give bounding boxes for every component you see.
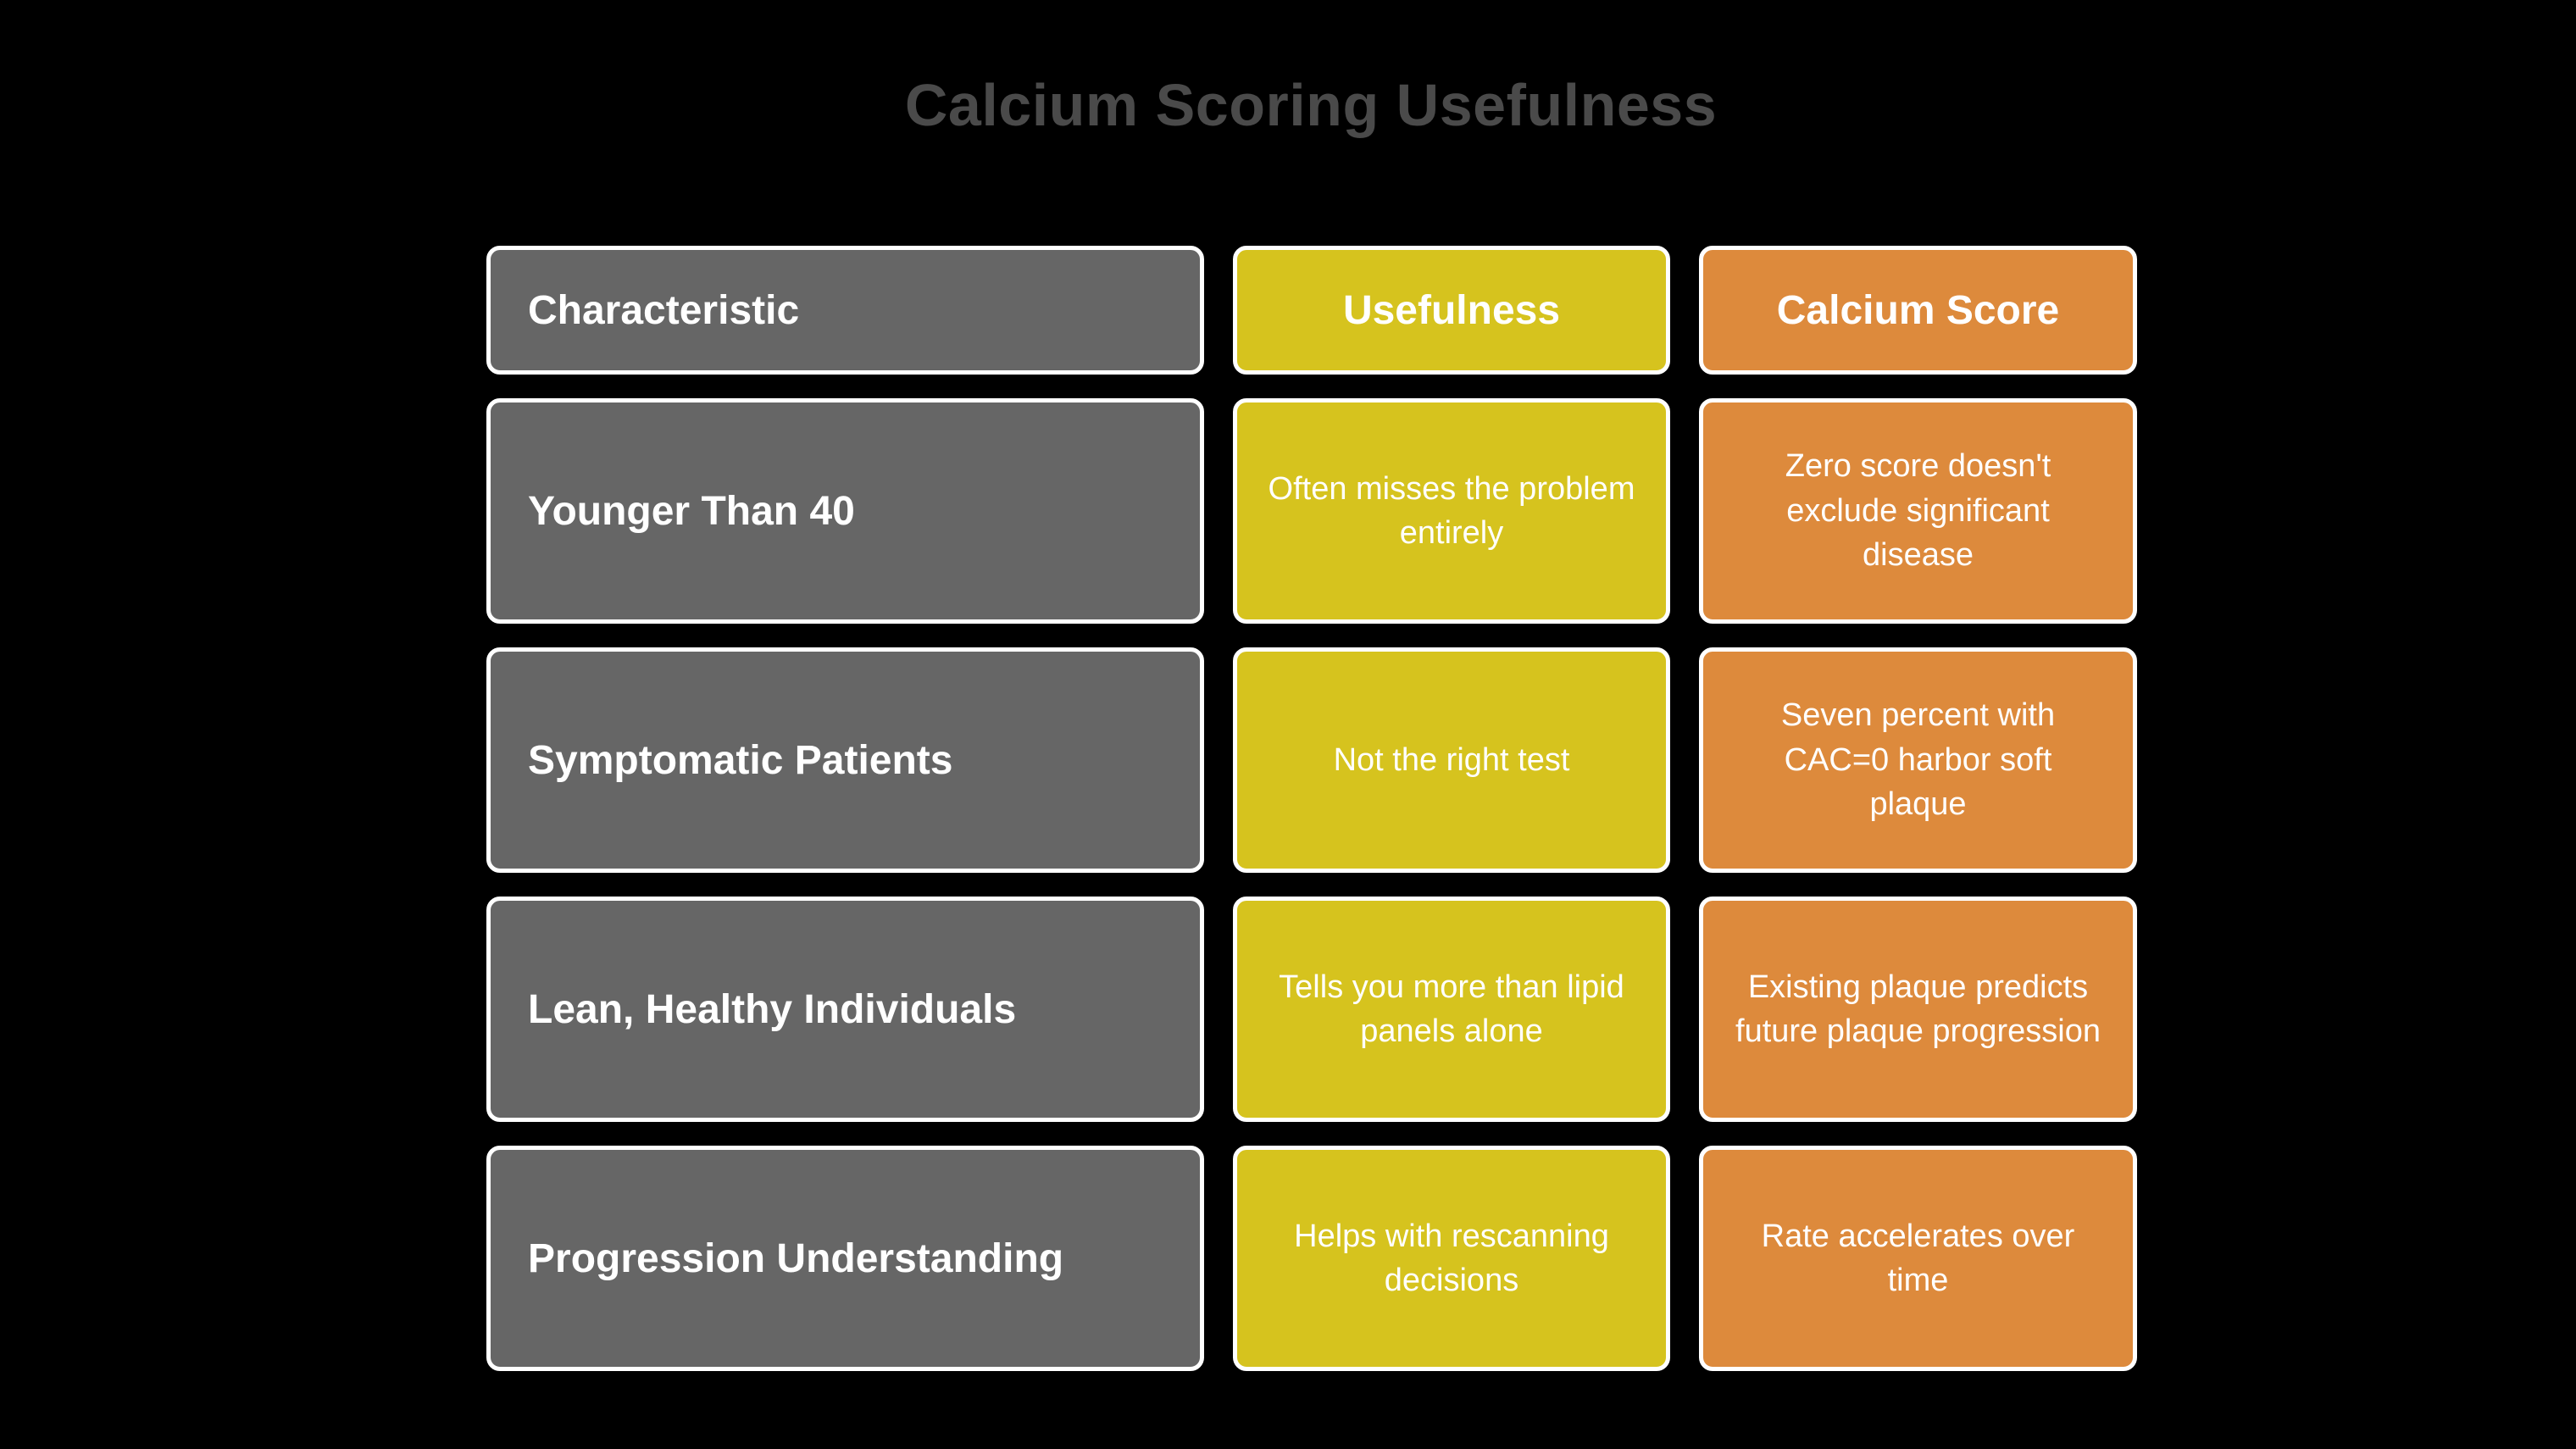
row-label-progression-understanding: Progression Understanding: [486, 1146, 1204, 1371]
row-label-lean-healthy-individuals: Lean, Healthy Individuals: [486, 897, 1204, 1122]
column-header-usefulness: Usefulness: [1233, 246, 1670, 375]
calcium-score-cell-lean-healthy-individuals: Existing plaque predicts future plaque p…: [1699, 897, 2137, 1122]
column-header-characteristic: Characteristic: [486, 246, 1204, 375]
column-header-calcium-score: Calcium Score: [1699, 246, 2137, 375]
page-title: Calcium Scoring Usefulness: [904, 72, 1718, 138]
usefulness-cell-progression-understanding: Helps with rescanning decisions: [1233, 1146, 1670, 1371]
calcium-score-cell-younger-than-40: Zero score doesn't exclude significant d…: [1699, 398, 2137, 624]
calcium-score-cell-progression-understanding: Rate accelerates over time: [1699, 1146, 2137, 1371]
comparison-table: Characteristic Usefulness Calcium Score …: [486, 246, 2137, 1371]
usefulness-cell-younger-than-40: Often misses the problem entirely: [1233, 398, 1670, 624]
row-label-younger-than-40: Younger Than 40: [486, 398, 1204, 624]
calcium-score-cell-symptomatic-patients: Seven percent with CAC=0 harbor soft pla…: [1699, 647, 2137, 873]
usefulness-cell-lean-healthy-individuals: Tells you more than lipid panels alone: [1233, 897, 1670, 1122]
row-label-symptomatic-patients: Symptomatic Patients: [486, 647, 1204, 873]
usefulness-cell-symptomatic-patients: Not the right test: [1233, 647, 1670, 873]
